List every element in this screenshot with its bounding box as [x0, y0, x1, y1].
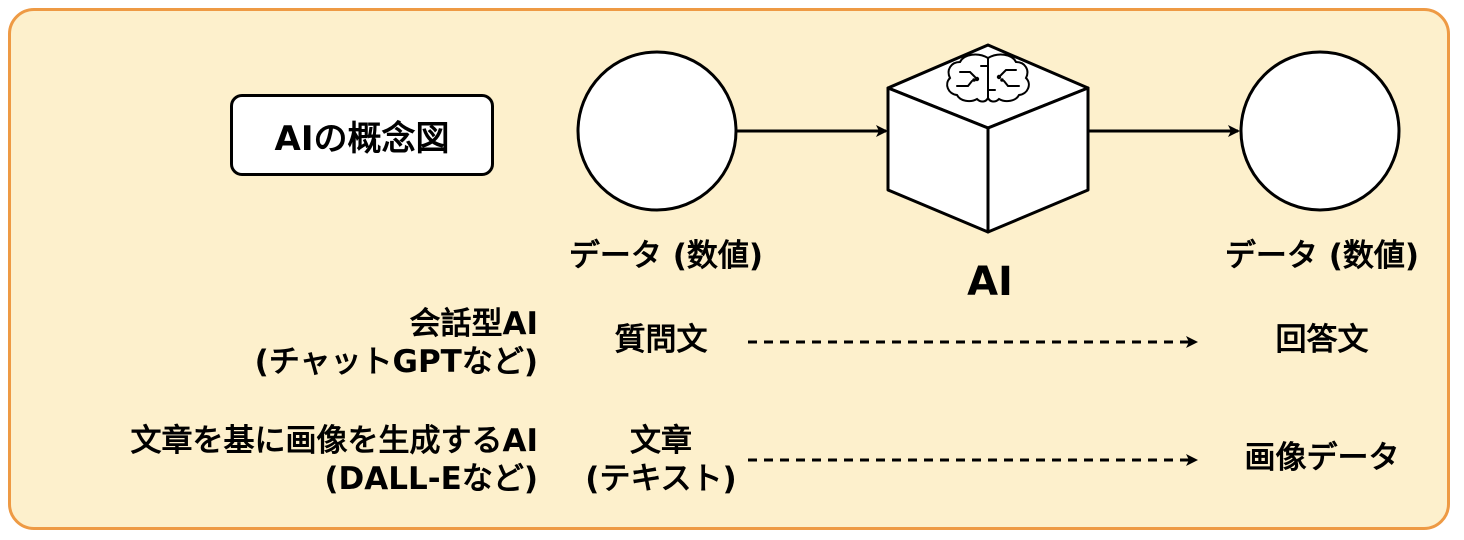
- row-1-output: 回答文: [1275, 322, 1369, 358]
- row-1-category-example: (チャットGPTなど): [254, 343, 538, 380]
- row-2-input-note: (テキスト): [585, 460, 737, 497]
- row-2-input-name: 文章: [630, 423, 692, 459]
- brain-circuit-icon: [946, 53, 1030, 103]
- output-data-label: データ (数値): [1224, 238, 1420, 274]
- page-title: AIの概念図: [230, 94, 494, 176]
- row-2-output: 画像データ: [1244, 440, 1400, 476]
- row-2-input: 文章 (テキスト): [585, 423, 736, 499]
- row-1-category: 会話型AI (チャットGPTなど): [255, 306, 538, 382]
- row-2-category-name: 文章を基に画像を生成するAI: [130, 423, 538, 459]
- row-2-category-example: (DALL-Eなど): [324, 460, 538, 497]
- row-1-category-name: 会話型AI: [409, 306, 538, 342]
- input-data-node: [576, 50, 738, 212]
- input-data-label: データ (数値): [568, 238, 764, 274]
- row-2-category: 文章を基に画像を生成するAI (DALL-Eなど): [130, 423, 538, 499]
- ai-node-label: AI: [967, 259, 1013, 305]
- output-data-node: [1239, 50, 1401, 212]
- row-1-input: 質問文: [614, 322, 708, 358]
